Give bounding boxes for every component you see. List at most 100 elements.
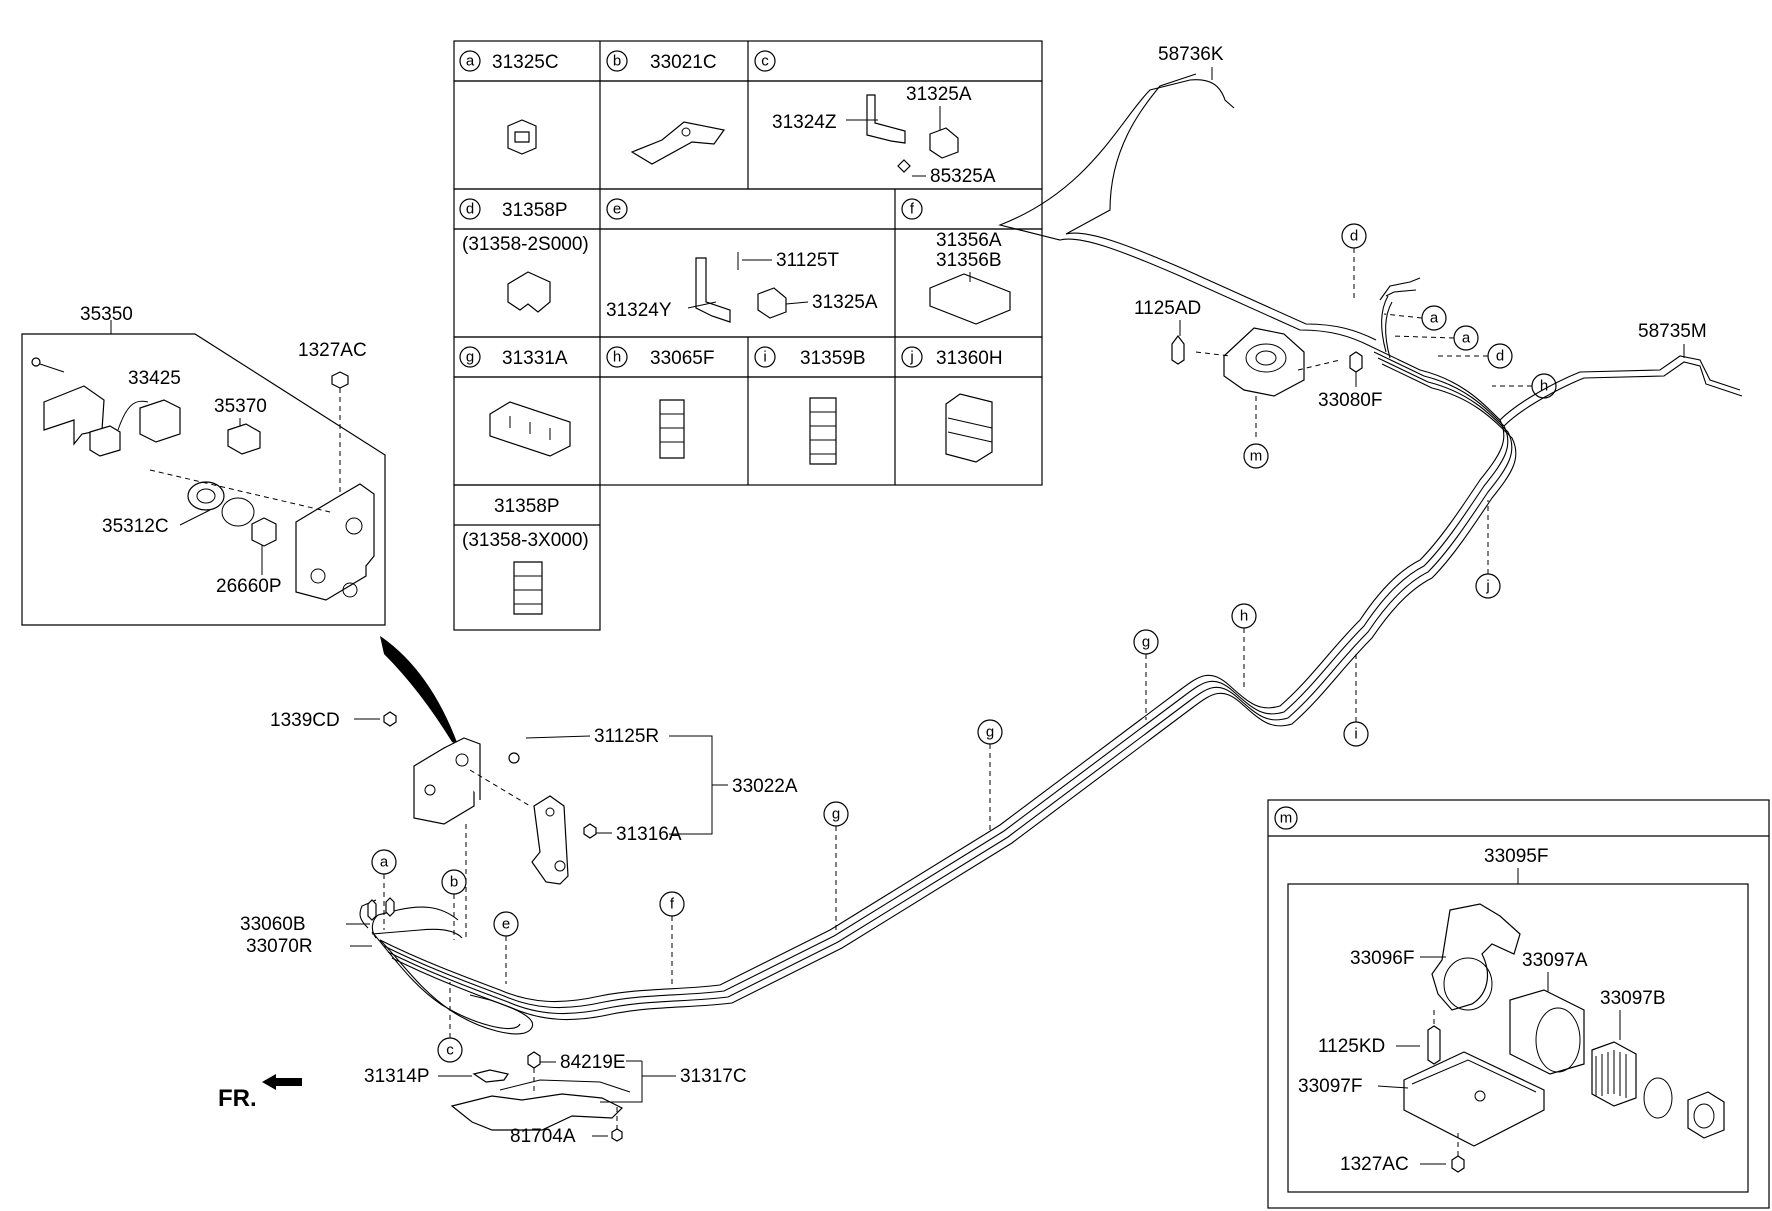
marker-g-1: g [823, 801, 849, 930]
table-letter-e: e [613, 201, 621, 218]
label-1339CD: 1339CD [270, 710, 340, 731]
label-1125AD: 1125AD [1134, 298, 1201, 319]
clip-reference-table: a 31325C b 33021C c 31325A 31324Z 85325A [453, 40, 1043, 631]
lower-left-valve: 1339CD 31125R 33022A 31316A [270, 710, 798, 938]
svg-text:a: a [380, 854, 389, 871]
svg-text:d: d [1496, 348, 1504, 365]
label-33095F: 33095F [1484, 846, 1548, 867]
table-cell-f: f 31356A 31356B [901, 198, 1011, 325]
label-1327AC-filter: 1327AC [1340, 1154, 1409, 1175]
table-part-85325A-c: 85325A [930, 166, 996, 187]
label-35312C: 35312C [102, 516, 169, 537]
svg-text:c: c [446, 1042, 454, 1059]
table-part-31324Y: 31324Y [606, 300, 672, 321]
pointer-arrow [380, 636, 458, 745]
label-35370: 35370 [214, 396, 267, 417]
markers: a b c e f g g [371, 223, 1557, 1063]
table-letter-d: d [466, 201, 474, 218]
front-arrow [262, 1074, 302, 1090]
table-cell-a: a 31325C [459, 50, 559, 155]
table-cell-31358P-alt: 31358P (31358-3X000) [462, 496, 589, 615]
svg-text:g: g [986, 724, 994, 741]
marker-g-3: g [1133, 629, 1159, 720]
table-part-31358-3X000: (31358-3X000) [462, 530, 589, 551]
table-cell-g: g 31331A [459, 346, 571, 457]
marker-d-upper-2: d [1434, 343, 1513, 369]
label-33425: 33425 [128, 368, 181, 389]
marker-i: i [1343, 654, 1369, 747]
table-part-31359B: 31359B [800, 348, 866, 369]
label-35350: 35350 [80, 304, 133, 325]
table-cell-h: h 33065F [606, 346, 714, 459]
label-33022A: 33022A [732, 776, 798, 797]
label-26660P: 26660P [216, 576, 282, 597]
label-33060B: 33060B [240, 914, 306, 935]
marker-a-upper-1: a [1383, 305, 1447, 331]
svg-text:g: g [1142, 634, 1150, 651]
svg-text:b: b [450, 874, 458, 891]
table-part-31325A-c: 31325A [906, 84, 972, 105]
label-33096F: 33096F [1350, 948, 1414, 969]
label-31314P: 31314P [364, 1066, 430, 1087]
lower-left-labels: 33060B 33070R 84219E 31317C 31314P 81704… [218, 897, 747, 1147]
svg-text:i: i [1354, 726, 1357, 743]
label-31317C: 31317C [680, 1066, 747, 1087]
table-letter-g: g [466, 349, 474, 366]
label-31316A: 31316A [616, 824, 682, 845]
fuel-lines [359, 73, 1743, 1035]
svg-text:j: j [1485, 578, 1489, 595]
svg-text:h: h [1540, 378, 1548, 395]
label-81704A: 81704A [510, 1126, 576, 1147]
label-33097A: 33097A [1522, 950, 1588, 971]
fuel-filter-box: m 33095F 33096F 33097A 33097B 1125KD 330… [1267, 799, 1770, 1209]
filter-letter-m: m [1280, 810, 1293, 827]
marker-e-lower: e [493, 911, 519, 984]
table-part-31331A: 31331A [502, 348, 568, 369]
marker-f-lower: f [659, 891, 685, 986]
table-letter-b: b [613, 53, 621, 70]
marker-m-upper: m [1243, 443, 1269, 469]
label-1327AC-top: 1327AC [298, 340, 367, 361]
table-part-31358-2S000: (31358-2S000) [462, 234, 589, 255]
marker-c-lower: c [437, 982, 463, 1063]
marker-j: j [1475, 500, 1501, 599]
svg-text:e: e [502, 916, 510, 933]
table-part-31358P-alt: 31358P [494, 496, 560, 517]
table-part-31325C: 31325C [492, 52, 559, 73]
table-cell-i: i 31359B [754, 346, 866, 465]
svg-text:a: a [1462, 330, 1471, 347]
table-part-31325A-e: 31325A [812, 292, 878, 313]
table-letter-a: a [466, 53, 475, 70]
table-cell-j: j 31360H [901, 346, 1003, 463]
table-letter-i: i [763, 349, 766, 366]
label-33080F: 33080F [1318, 390, 1382, 411]
table-cell-e: e 31125T 31324Y 31325A [606, 198, 878, 323]
table-part-33021C: 33021C [650, 52, 717, 73]
label-31125R: 31125R [594, 726, 659, 747]
table-part-31356A: 31356A [936, 230, 1002, 251]
marker-a-lower: a [371, 849, 397, 930]
valve-assembly-box: 35350 33425 35370 35312C 26660P 1327AC [21, 304, 386, 626]
table-part-31356B: 31356B [936, 250, 1002, 271]
label-33097F: 33097F [1298, 1076, 1362, 1097]
table-part-33065F: 33065F [650, 348, 714, 369]
upper-right-parts: 58736K 58735M 1125AD 33080F [1134, 44, 1707, 438]
label-33070R: 33070R [246, 936, 313, 957]
table-part-31358P-d: 31358P [502, 200, 568, 221]
marker-d-upper: d [1341, 223, 1367, 300]
table-letter-h: h [613, 349, 621, 366]
table-letter-f: f [910, 201, 915, 218]
table-cell-d: d 31358P (31358-2S000) [459, 198, 589, 313]
marker-b-lower: b [441, 869, 467, 940]
svg-text:m: m [1250, 448, 1263, 465]
table-part-31360H: 31360H [936, 348, 1003, 369]
table-cell-c: c 31325A 31324Z 85325A [754, 50, 996, 187]
table-part-31125T: 31125T [776, 250, 839, 271]
svg-text:f: f [670, 896, 675, 913]
label-84219E: 84219E [560, 1052, 626, 1073]
svg-text:h: h [1240, 608, 1248, 625]
table-letter-j: j [909, 349, 913, 366]
label-1125KD: 1125KD [1318, 1036, 1385, 1057]
label-fr: FR. [218, 1085, 257, 1112]
